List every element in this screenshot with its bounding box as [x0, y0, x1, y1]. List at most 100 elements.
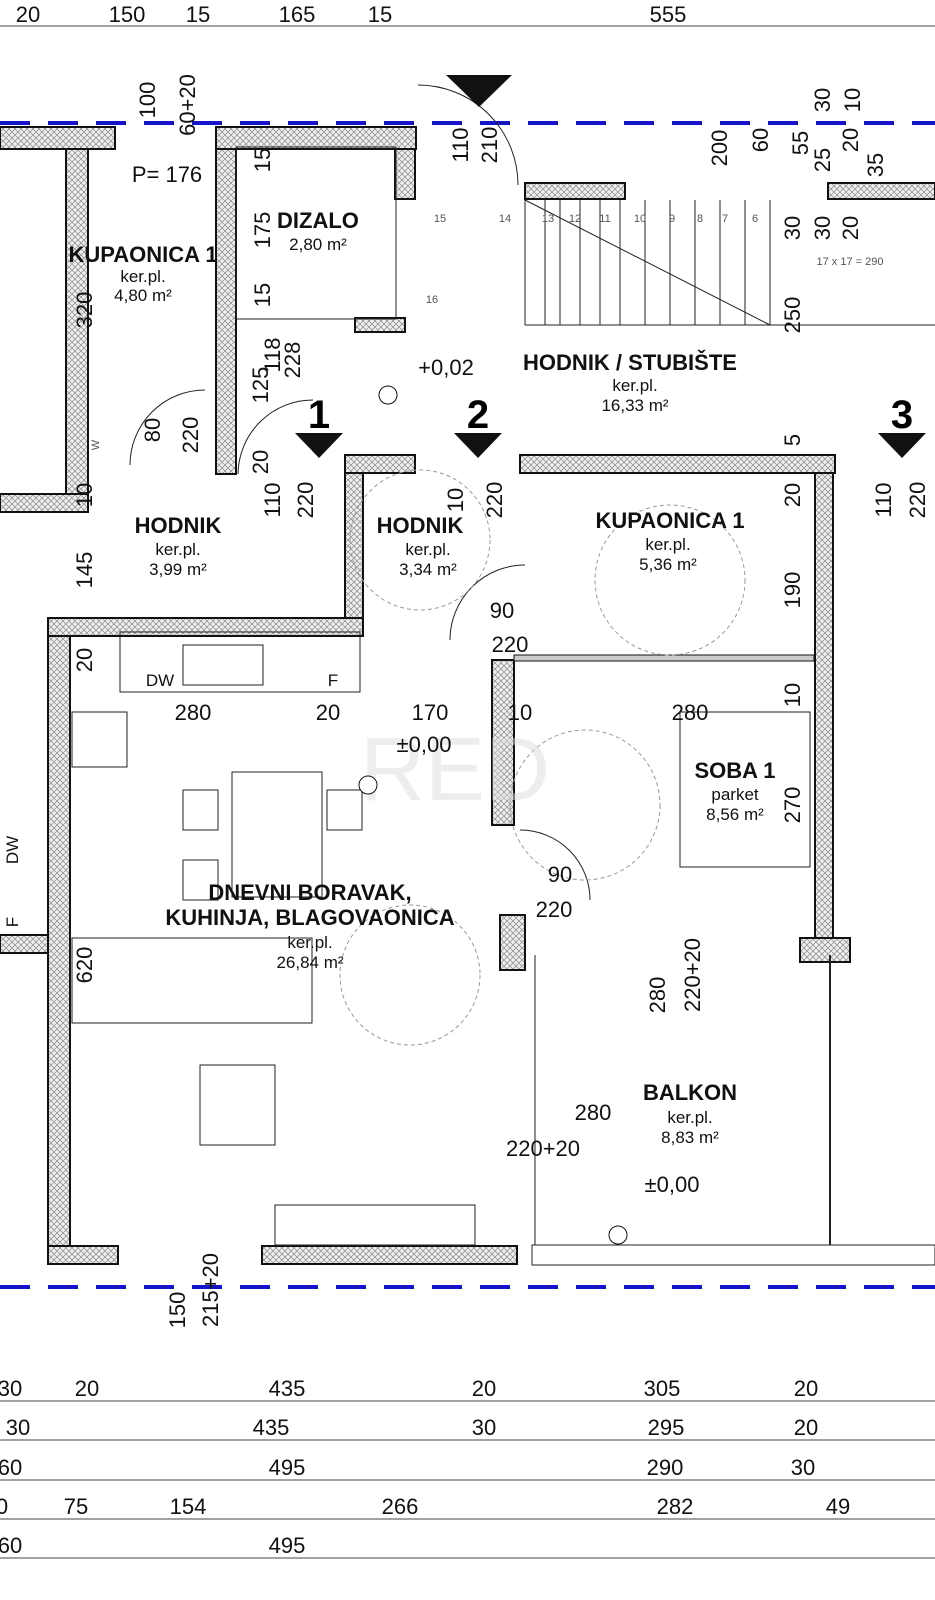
room-area: 3,99 m²: [149, 560, 207, 579]
dim-label: 30: [780, 216, 805, 240]
section-markers: 1 2 3: [295, 75, 926, 458]
dim-label: 15: [186, 2, 210, 27]
dim-label: 210: [477, 127, 502, 164]
dim-label: 145: [72, 552, 97, 589]
dim-label: 200: [707, 130, 732, 167]
dim-label: 90: [548, 862, 572, 887]
dim-label: 20: [794, 1376, 818, 1401]
dim-label: 435: [269, 1376, 306, 1401]
room-soba-1: SOBA 1 parket 8,56 m²: [694, 758, 775, 824]
dim-label: 190: [780, 572, 805, 609]
level-icon: [378, 385, 398, 405]
room-balkon: BALKON ker.pl. 8,83 m²: [643, 1080, 737, 1147]
dim-label: 10: [840, 88, 865, 112]
dim-label: 10: [72, 483, 97, 507]
dim-label: 20: [472, 1376, 496, 1401]
stair-note: 17 x 17 = 290: [817, 256, 884, 268]
level-icon: [608, 1225, 628, 1245]
dim-label: 75: [64, 1494, 88, 1519]
dim-label: 20: [72, 648, 97, 672]
step-number: 11: [599, 213, 610, 225]
level-icon: [358, 775, 378, 795]
fridge-label: F: [3, 917, 22, 927]
step-number: 6: [752, 213, 758, 225]
dim-label: 555: [650, 2, 687, 27]
section-arrow-icon: [446, 75, 512, 107]
dim-label: 20: [780, 483, 805, 507]
dim-label: 20: [75, 1376, 99, 1401]
step-number: 8: [697, 213, 703, 225]
dim-label: 290: [647, 1455, 684, 1480]
dim-label: 220: [536, 897, 573, 922]
interior-vertical-dims: 100 60+20 110 210 200 60 55 30 25 20 10 …: [72, 74, 930, 1328]
fridge-label: F: [328, 671, 338, 690]
dishwasher-label: DW: [146, 671, 174, 690]
level-markers: +0,02 ±0,00 ±0,00: [358, 355, 700, 1245]
dim-label: 435: [253, 1415, 290, 1440]
step-number: 7: [722, 213, 728, 225]
step-number: 13: [542, 213, 554, 225]
dim-label: 30: [791, 1455, 815, 1480]
dim-label: 125: [248, 367, 273, 404]
dim-label: 220: [178, 417, 203, 454]
dim-label: 90: [490, 598, 514, 623]
room-dnevni-boravak: DNEVNI BORAVAK, KUHINJA, BLAGOVAONICA ke…: [165, 880, 454, 972]
room-kupaonica-1-left: KUPAONICA 1 ker.pl. 4,80 m²: [68, 242, 217, 305]
bottom-dimensions: 30 20 435 20 305 20 30 435 30 295 20 60 …: [0, 1376, 935, 1559]
room-hodnik-2: HODNIK ker.pl. 3,34 m²: [377, 513, 464, 579]
room-area: 26,84 m²: [276, 953, 343, 972]
dim-label: 110: [871, 482, 896, 517]
parapet-label: P= 176: [132, 162, 202, 187]
room-name: HODNIK: [135, 513, 222, 538]
section-arrow-icon: [878, 433, 926, 458]
room-floor: ker.pl.: [120, 267, 165, 286]
room-floor: ker.pl.: [405, 540, 450, 559]
step-number: 10: [634, 213, 646, 225]
dim-label: 280: [672, 700, 709, 725]
dim-label: 154: [170, 1494, 207, 1519]
dim-label: 305: [644, 1376, 681, 1401]
dishwasher-label: DW: [3, 836, 22, 864]
room-area: 8,83 m²: [661, 1128, 719, 1147]
room-area: 4,80 m²: [114, 286, 172, 305]
dim-label: 10: [443, 488, 468, 512]
dim-label: 49: [826, 1494, 850, 1519]
dim-label: 30: [6, 1415, 30, 1440]
dim-label: 30: [0, 1376, 22, 1401]
room-hodnik-stubiste: HODNIK / STUBIŠTE ker.pl. 16,33 m²: [523, 350, 737, 415]
dim-label: 118: [260, 337, 285, 372]
dim-label: 270: [780, 787, 805, 824]
dim-label: 220+20: [506, 1136, 580, 1161]
dim-label: 495: [269, 1533, 306, 1558]
step-number: 15: [434, 213, 446, 225]
watermark-logo: RED: [360, 720, 550, 820]
room-floor: parket: [711, 785, 759, 804]
dim-label: 20: [16, 2, 40, 27]
room-kupaonica-1-right: KUPAONICA 1 ker.pl. 5,36 m²: [595, 508, 744, 574]
room-name: DIZALO: [277, 208, 359, 233]
room-name: BALKON: [643, 1080, 737, 1105]
dim-label: 35: [863, 153, 888, 177]
walls: [0, 126, 935, 1265]
room-floor: ker.pl.: [612, 376, 657, 395]
top-dimensions: 20 150 15 165 15 555: [16, 2, 687, 27]
section-label: 3: [891, 393, 913, 437]
section-arrow-icon: [454, 433, 502, 458]
dim-label: 15: [250, 283, 275, 307]
dim-label: 280: [645, 977, 670, 1014]
dim-label: 150: [109, 2, 146, 27]
dim-label: 280: [575, 1100, 612, 1125]
dim-label: 250: [780, 297, 805, 334]
dim-label: 30: [810, 88, 835, 112]
section-arrow-icon: [295, 433, 343, 458]
dim-label: 60: [0, 1533, 22, 1558]
room-name: HODNIK / STUBIŠTE: [523, 350, 737, 375]
dim-label: 220: [492, 632, 529, 657]
room-area: 8,56 m²: [706, 805, 764, 824]
level-label: +0,02: [418, 355, 474, 380]
level-label: ±0,00: [645, 1172, 700, 1197]
dim-label: 495: [269, 1455, 306, 1480]
dim-label: 220: [905, 482, 930, 519]
step-number: 16: [426, 294, 438, 306]
step-number: 14: [499, 213, 511, 225]
